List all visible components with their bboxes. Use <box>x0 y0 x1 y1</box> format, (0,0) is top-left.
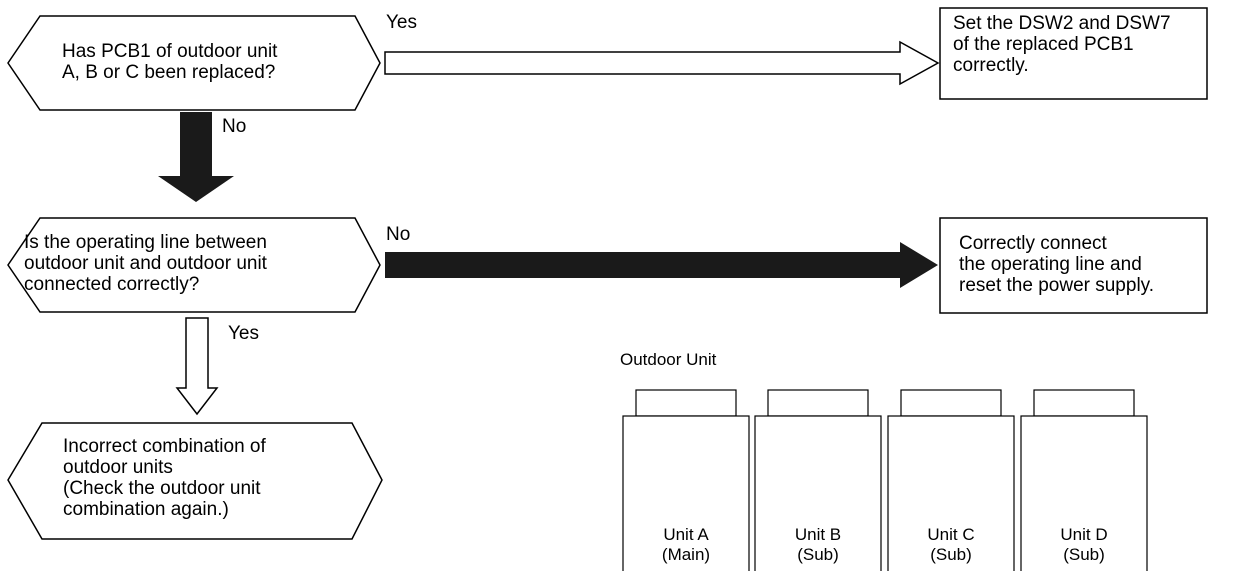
decision-3-line-1: Incorrect combination of <box>63 436 266 457</box>
decision-2-line-2: outdoor unit and outdoor unit <box>24 253 267 274</box>
decision-1-text: Has PCB1 of outdoor unit A, B or C been … <box>62 41 277 83</box>
no-label-1: No <box>222 116 247 137</box>
decision-2-line-3: connected correctly? <box>24 274 200 295</box>
unit-c-role: (Sub) <box>930 545 972 564</box>
unit-a-label: Unit A (Main) <box>623 525 749 565</box>
result-2-line-2: the operating line and <box>959 254 1142 275</box>
outdoor-unit-title: Outdoor Unit <box>620 350 717 369</box>
decision-1-line-2: A, B or C been replaced? <box>62 62 276 83</box>
decision-3-line-2: outdoor units <box>63 457 173 478</box>
yes-label-1: Yes <box>386 12 417 33</box>
outdoor-unit-c <box>887 389 1015 571</box>
outdoor-unit-b <box>754 389 882 571</box>
unit-d-name: Unit D <box>1060 525 1108 544</box>
result-1-line-2: of the replaced PCB1 <box>953 34 1134 55</box>
unit-b-label: Unit B (Sub) <box>755 525 881 565</box>
unit-b-name: Unit B <box>794 525 842 544</box>
result-2-line-3: reset the power supply. <box>959 275 1155 296</box>
decision-2-text: Is the operating line between outdoor un… <box>24 232 267 295</box>
outdoor-unit-a <box>622 389 750 571</box>
unit-a-name: Unit A <box>663 525 709 544</box>
result-1-line-3: correctly. <box>953 55 1029 76</box>
decision-3-text: Incorrect combination of outdoor units (… <box>63 436 266 520</box>
result-1-box <box>939 7 1208 100</box>
decision-1-shape <box>7 15 381 111</box>
unit-b-role: (Sub) <box>797 545 839 564</box>
result-2-line-1: Correctly connect <box>959 233 1107 254</box>
no-arrow-2 <box>385 242 938 288</box>
unit-d-role: (Sub) <box>1063 545 1105 564</box>
outdoor-unit-d <box>1020 389 1148 571</box>
yes-arrow-1 <box>384 40 940 86</box>
unit-c-label: Unit C (Sub) <box>888 525 1014 565</box>
result-1-text: Set the DSW2 and DSW7 of the replaced PC… <box>953 13 1171 76</box>
unit-c-name: Unit C <box>927 525 975 544</box>
decision-1-line-1: Has PCB1 of outdoor unit <box>62 41 278 62</box>
result-2-box <box>939 217 1208 314</box>
decision-2-shape <box>7 217 381 313</box>
no-label-2: No <box>386 224 411 245</box>
decision-3-line-3: (Check the outdoor unit <box>63 478 261 499</box>
unit-d-label: Unit D (Sub) <box>1021 525 1147 565</box>
yes-arrow-2 <box>175 317 219 416</box>
yes-label-2: Yes <box>228 323 259 344</box>
decision-2-line-1: Is the operating line between <box>24 232 267 253</box>
result-2-text: Correctly connect the operating line and… <box>959 233 1154 296</box>
decision-3-shape <box>7 422 383 540</box>
no-arrow-1 <box>158 112 234 202</box>
result-1-line-1: Set the DSW2 and DSW7 <box>953 13 1171 34</box>
decision-3-line-4: combination again.) <box>63 499 229 520</box>
unit-a-role: (Main) <box>661 545 711 564</box>
